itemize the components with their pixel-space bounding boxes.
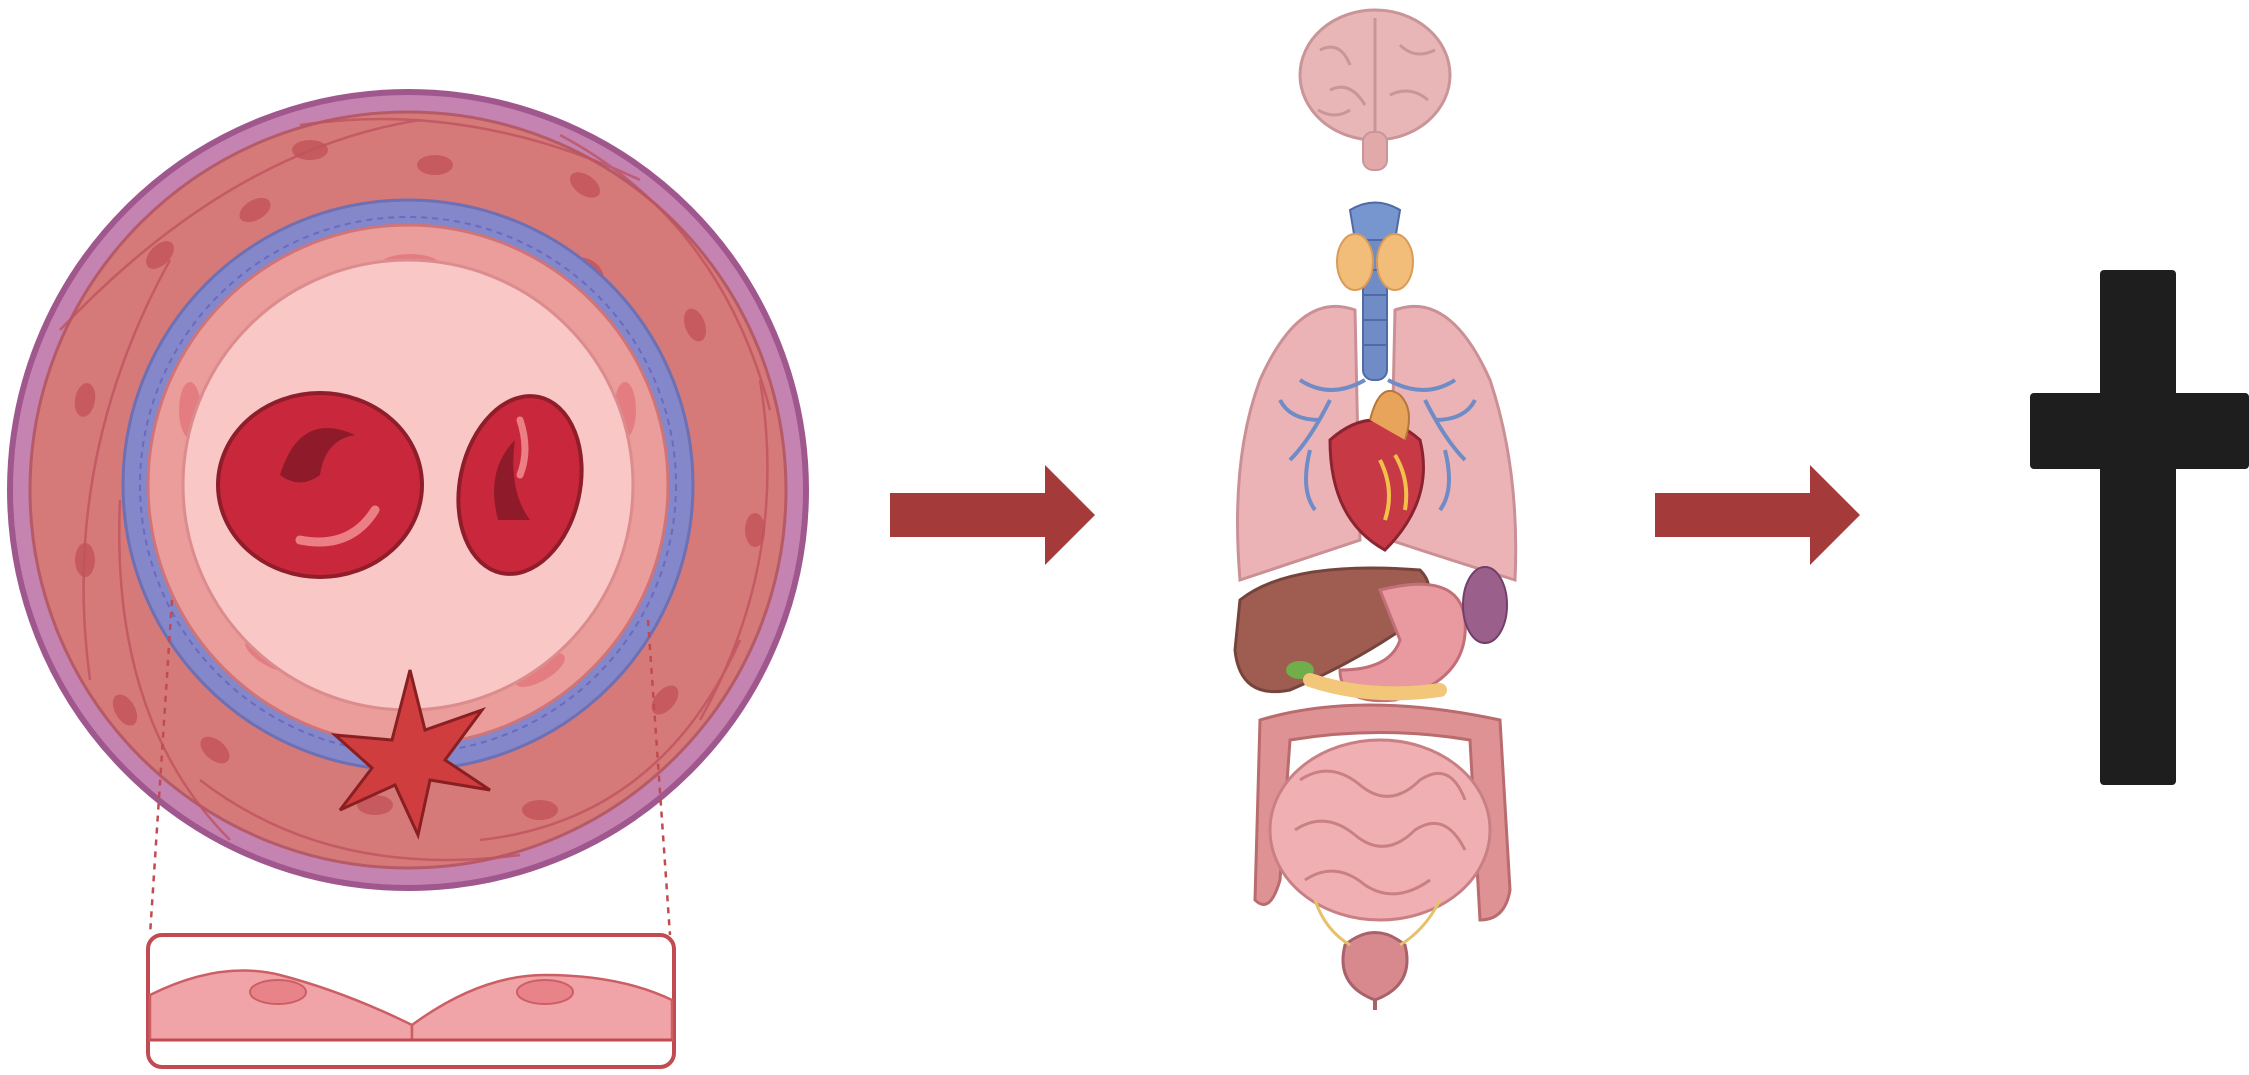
thyroid-left <box>1337 234 1373 290</box>
endothelial-cell-pair-icon <box>148 935 674 1067</box>
right-arrow-icon <box>890 465 1100 565</box>
organs-panel <box>1200 0 1560 1075</box>
death-panel <box>2020 265 2249 790</box>
blood-vessel-cross-section-icon <box>0 80 820 1075</box>
right-arrow-icon <box>1655 465 1865 565</box>
blood-vessel-panel <box>0 80 820 1075</box>
arrow-2 <box>1655 465 1865 565</box>
small-intestine <box>1270 740 1490 920</box>
erythrocyte-1 <box>218 393 422 577</box>
cross-vertical-bar <box>2100 270 2176 785</box>
cross-horizontal-bar <box>2030 393 2249 469</box>
human-organ-systems-icon <box>1200 0 1560 1075</box>
brain <box>1300 10 1450 170</box>
thyroid-right <box>1377 234 1413 290</box>
spleen <box>1463 567 1507 643</box>
death-cross-icon <box>2020 265 2249 790</box>
arrow-1 <box>890 465 1100 565</box>
